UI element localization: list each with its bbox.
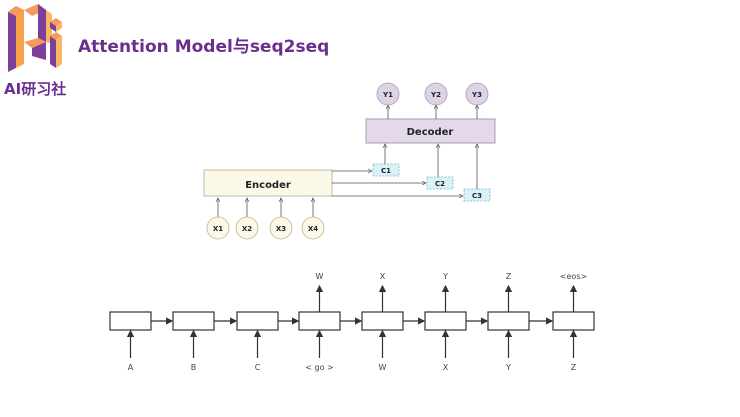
context-label: C2: [435, 180, 445, 188]
seq-input-label: Z: [571, 363, 577, 372]
rnn-cell: [236, 311, 279, 331]
output-label: Y3: [471, 91, 482, 99]
input-node-x1: [206, 216, 230, 240]
rnn-cell: [109, 311, 152, 331]
seq-output-label: <eos>: [560, 272, 587, 281]
input-label: X4: [308, 225, 318, 233]
encoder-box: [203, 169, 333, 197]
seq-input-label: C: [255, 363, 261, 372]
seq-input-label: A: [128, 363, 134, 372]
rnn-cell: [298, 311, 341, 331]
page-title: Attention Model与seq2seq: [78, 37, 330, 57]
rnn-cell: [172, 311, 215, 331]
seq-output-label: Z: [506, 272, 512, 281]
seq-input-label: B: [191, 363, 197, 372]
ai-yanxishe-logo-icon: [8, 4, 62, 72]
seq-output-label: Y: [442, 272, 448, 281]
output-label: Y1: [382, 91, 393, 99]
seq-input-label: Y: [505, 363, 511, 372]
input-node-x4: [301, 216, 325, 240]
decoder-box: [365, 118, 496, 144]
logo-text: AI研习社: [4, 80, 67, 98]
input-label: X2: [242, 225, 252, 233]
input-node-x2: [235, 216, 259, 240]
output-node-y2: [424, 82, 448, 106]
seq-input-label: < go >: [305, 363, 333, 372]
input-label: X3: [276, 225, 286, 233]
seq-output-label: W: [316, 272, 324, 281]
rnn-cell: [361, 311, 404, 331]
output-node-y3: [465, 82, 489, 106]
rnn-cell: [424, 311, 467, 331]
seq2seq-diagram: A B C < go > W W X X Y Y Z Z <eos>: [109, 272, 595, 372]
context-box-c2: [426, 176, 454, 190]
output-node-y1: [376, 82, 400, 106]
context-label: C3: [472, 192, 482, 200]
context-box-c1: [372, 163, 400, 177]
context-label: C1: [381, 167, 391, 175]
rnn-cell: [552, 311, 595, 331]
context-box-c3: [463, 188, 491, 202]
decoder-label: Decoder: [407, 127, 454, 138]
output-label: Y2: [430, 91, 441, 99]
input-label: X1: [213, 225, 223, 233]
seq-output-label: X: [380, 272, 386, 281]
rnn-cell: [487, 311, 530, 331]
seq-input-label: W: [379, 363, 387, 372]
input-node-x3: [269, 216, 293, 240]
encoder-label: Encoder: [245, 180, 291, 191]
seq-input-label: X: [443, 363, 449, 372]
